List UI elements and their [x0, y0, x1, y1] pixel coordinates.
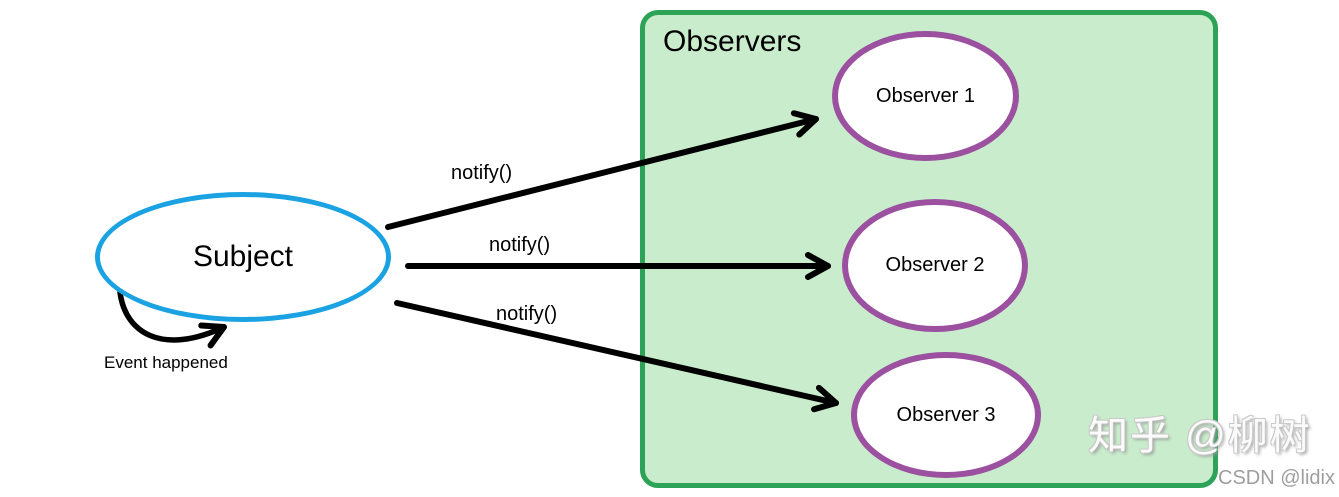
observer-2-label: Observer 2: [885, 254, 985, 276]
notify-label-3: notify(): [496, 303, 558, 325]
event-happened-label: Event happened: [104, 353, 228, 372]
notify-label-1: notify(): [451, 162, 513, 184]
observer-3-node: Observer 3: [851, 352, 1041, 478]
observers-box-title: Observers: [663, 25, 802, 58]
observer-2-node: Observer 2: [842, 199, 1028, 332]
observer-3-label: Observer 3: [896, 403, 996, 426]
observer-1-label: Observer 1: [876, 84, 975, 107]
notify-label-2: notify(): [489, 234, 551, 256]
zhihu-watermark: 知乎 @柳树: [1088, 414, 1312, 458]
subject-node-label: Subject: [192, 240, 294, 273]
observer-1-node: Observer 1: [832, 31, 1019, 161]
csdn-watermark: CSDN @lidix: [1218, 467, 1335, 489]
subject-node: Subject: [95, 192, 391, 322]
